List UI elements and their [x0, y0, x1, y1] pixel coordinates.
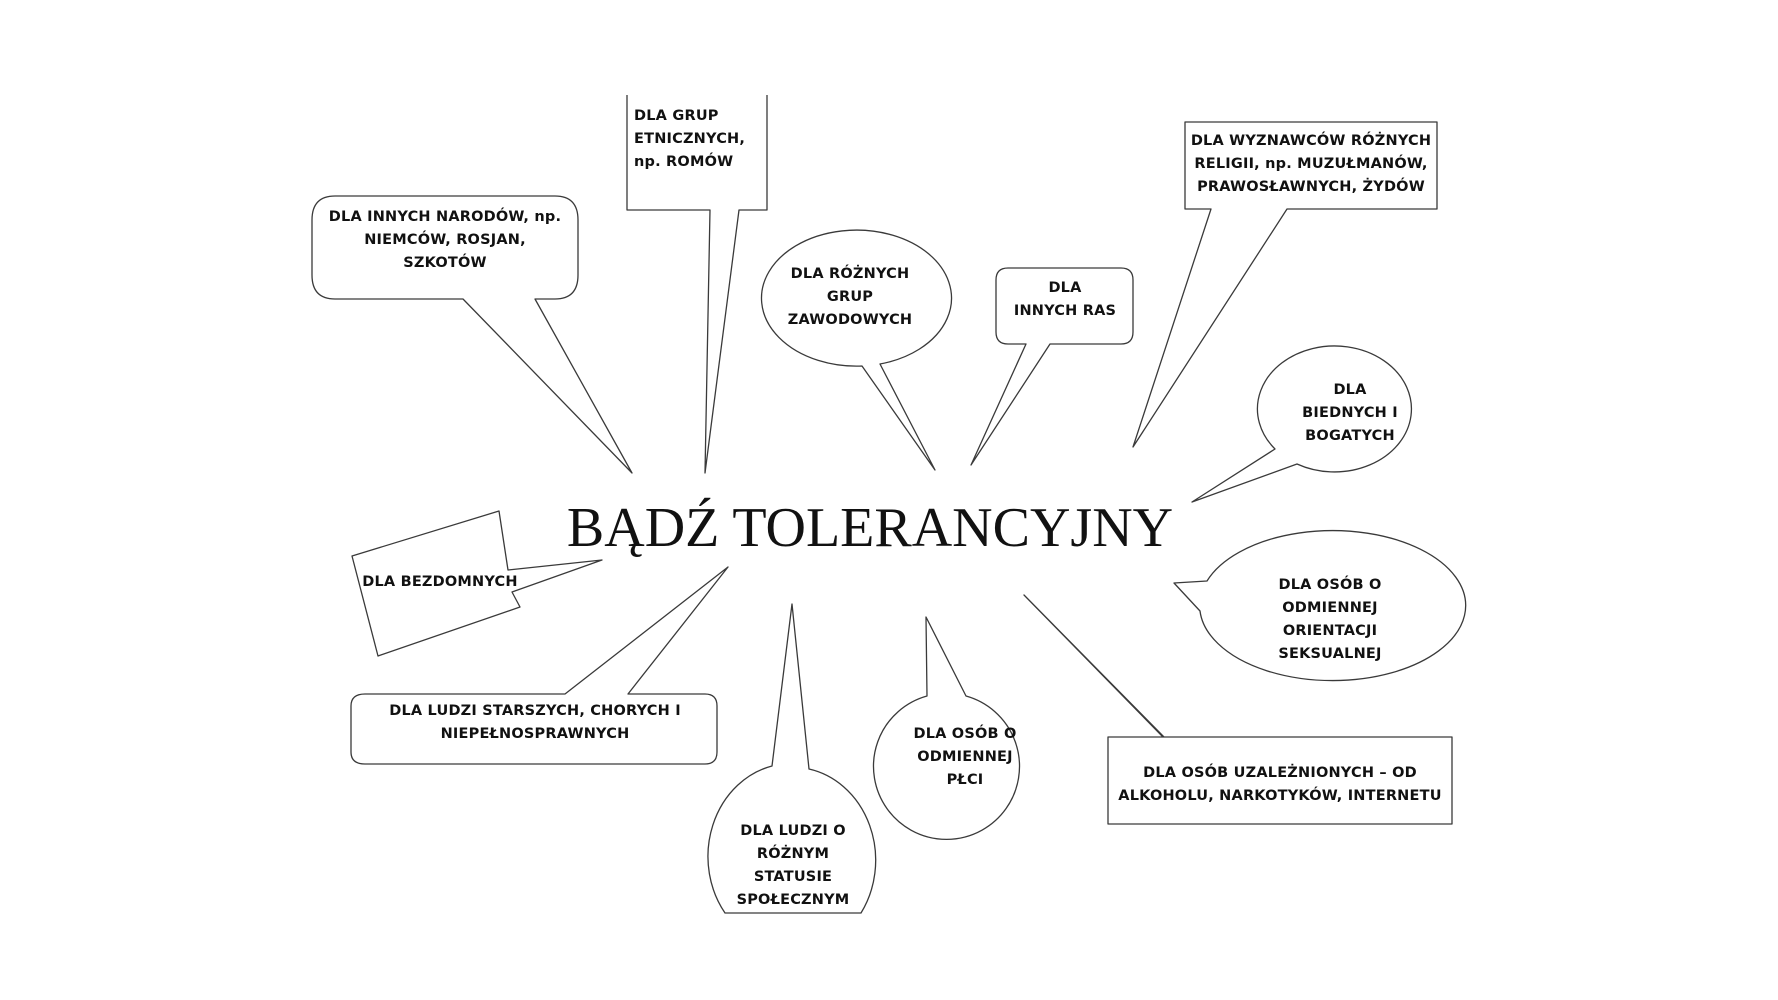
- text-line: ORIENTACJI: [1282, 623, 1378, 639]
- callout-religie: [1132, 121, 1438, 448]
- callout-grupy-etniczne: [626, 95, 768, 474]
- text-line: RELIGII, np. MUZUŁMANÓW,: [1194, 156, 1428, 172]
- text-line: SEKSUALNEJ: [1278, 646, 1382, 662]
- callout-grupy-zawodowe: [760, 229, 953, 471]
- bubble-text-plec: DLA OSÓB O ODMIENNEJ PŁCI: [895, 723, 1035, 792]
- bubble-text-narody: DLA INNYCH NARODÓW, np. NIEMCÓW, ROSJAN,…: [320, 206, 570, 275]
- text-line: NIEMCÓW, ROSJAN,: [364, 232, 526, 248]
- text-line: BOGATYCH: [1305, 428, 1395, 444]
- text-line: ZAWODOWYCH: [787, 312, 913, 328]
- text-line: DLA INNYCH NARODÓW, np.: [328, 209, 562, 225]
- text-line: DLA WYZNAWCÓW RÓŻNYCH: [1190, 133, 1432, 149]
- text-line: SZKOTÓW: [403, 255, 487, 271]
- callout-rasy: [970, 267, 1134, 466]
- bubble-text-bezdomni: DLA BEZDOMNYCH: [360, 571, 520, 594]
- callout-biedni-bogaci: [1191, 345, 1413, 503]
- text-line: DLA OSÓB O: [1278, 577, 1382, 593]
- callout-narody: [311, 195, 633, 474]
- callout-orientacja: [1173, 529, 1467, 682]
- bubble-text-orientacja: DLA OSÓB O ODMIENNEJ ORIENTACJI SEKSUALN…: [1255, 574, 1405, 666]
- bubble-text-grupy-zawodowe: DLA RÓŻNYCH GRUP ZAWODOWYCH: [770, 263, 930, 332]
- text-line: DLA OSÓB O: [913, 726, 1017, 742]
- text-line: DLA LUDZI STARSZYCH, CHORYCH I: [389, 703, 681, 719]
- text-line: GRUP: [826, 289, 874, 305]
- main-title: BĄDŹ TOLERANCYJNY: [566, 497, 1174, 559]
- callout-plec: [872, 616, 1021, 840]
- text-line: PRAWOSŁAWNYCH, ŻYDÓW: [1197, 179, 1425, 195]
- text-line: STATUSIE: [753, 869, 833, 885]
- text-line: ODMIENNEJ: [917, 749, 1013, 765]
- text-line: DLA: [1048, 280, 1082, 296]
- text-line: ALKOHOLU, NARKOTYKÓW, INTERNETU: [1118, 788, 1442, 804]
- bubble-text-religie: DLA WYZNAWCÓW RÓŻNYCH RELIGII, np. MUZUŁ…: [1186, 130, 1436, 199]
- bubble-text-uzaleznieni: DLA OSÓB UZALEŻNIONYCH – OD ALKOHOLU, NA…: [1115, 762, 1445, 808]
- text-line: BIEDNYCH I: [1302, 405, 1398, 421]
- text-line: ETNICZNYCH,: [634, 131, 746, 147]
- text-line: DLA LUDZI O: [740, 823, 846, 839]
- bubble-text-starsi-chorzy: DLA LUDZI STARSZYCH, CHORYCH I NIEPEŁNOS…: [360, 700, 710, 746]
- text-line: RÓŻNYM: [756, 846, 830, 862]
- callout-bezdomni: [351, 510, 603, 657]
- bubble-text-rasy: DLA INNYCH RAS: [1000, 277, 1130, 323]
- text-line: DLA RÓŻNYCH: [790, 266, 910, 282]
- text-line: DLA OSÓB UZALEŻNIONYCH – OD: [1143, 765, 1417, 781]
- callout-starsi-chorzy: [350, 566, 729, 765]
- callout-uzaleznieni: [1023, 594, 1453, 825]
- text-line: NIEPEŁNOSPRAWNYCH: [440, 726, 630, 742]
- bubble-text-biedni-bogaci: DLA BIEDNYCH I BOGATYCH: [1285, 379, 1415, 448]
- text-line: INNYCH RAS: [1013, 303, 1117, 319]
- text-line: DLA BEZDOMNYCH: [362, 574, 518, 590]
- callout-status-spoleczny: [707, 603, 877, 914]
- text-line: ODMIENNEJ: [1282, 600, 1378, 616]
- text-line: SPOŁECZNYM: [736, 892, 850, 908]
- text-line: DLA: [1333, 382, 1367, 398]
- bubble-text-grupy-etniczne: DLA GRUP ETNICZNYCH, np. ROMÓW: [634, 105, 766, 174]
- text-line: DLA GRUP: [634, 108, 719, 124]
- text-line: np. ROMÓW: [634, 154, 734, 170]
- text-line: PŁCI: [946, 772, 984, 788]
- bubble-text-status-spoleczny: DLA LUDZI O RÓŻNYM STATUSIE SPOŁECZNYM: [728, 820, 858, 912]
